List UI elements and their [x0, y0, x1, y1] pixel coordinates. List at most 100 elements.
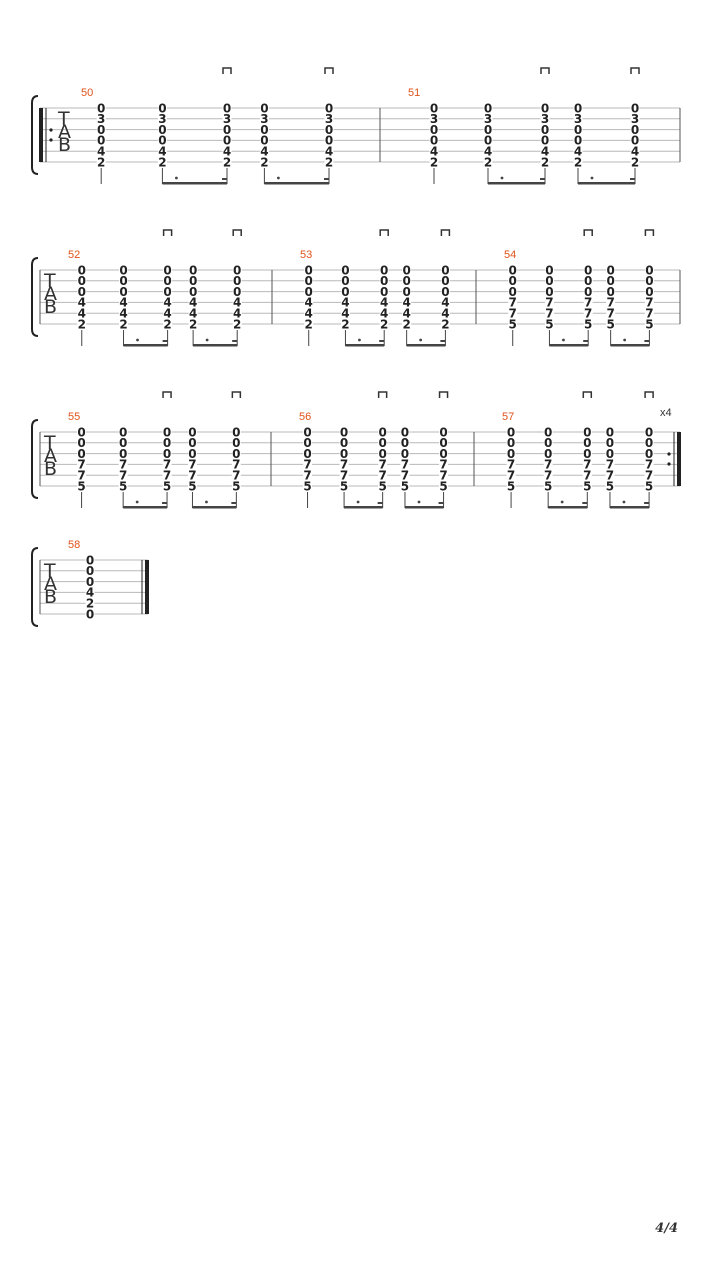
fret-number: 0 [119, 425, 127, 439]
dot [500, 176, 504, 180]
fret-bg [232, 275, 242, 286]
fret-number: 7 [583, 469, 591, 483]
dot [175, 176, 178, 180]
fret-bg [544, 275, 554, 286]
fret-number: 0 [541, 123, 549, 137]
fret-bg [118, 481, 128, 491]
downstroke-icon [222, 67, 232, 74]
repeat-dot [49, 138, 53, 142]
fret-bg [573, 113, 583, 124]
fret-bg [119, 319, 129, 329]
fret-bg [379, 308, 389, 319]
fret-number: 0 [484, 101, 492, 115]
fret-bg [378, 448, 388, 459]
fret-bg [187, 470, 197, 481]
note-beam [548, 506, 588, 509]
fret-number: 0 [325, 123, 333, 137]
fret-number: 0 [545, 285, 553, 299]
fret-bg [77, 286, 87, 297]
fret-bg [644, 459, 654, 470]
fret-bg [544, 286, 554, 297]
fret-bg [163, 297, 173, 308]
final-thick-bar [145, 560, 149, 614]
fret-bg [118, 437, 128, 448]
fret-number: 0 [223, 134, 231, 148]
tab-clef-letter: B [44, 458, 57, 480]
fret-number: 5 [119, 479, 127, 493]
dot [562, 338, 565, 342]
fret-number: 0 [340, 447, 348, 461]
fret-number: 0 [484, 134, 492, 148]
fret-bg [644, 427, 654, 437]
fret-bg [77, 448, 87, 459]
fret-number: 5 [509, 317, 517, 331]
fret-bg [544, 308, 554, 319]
fret-number: 2 [341, 317, 349, 331]
fret-number: 0 [645, 436, 653, 450]
fret-bg [644, 265, 654, 275]
fret-number: 7 [645, 469, 653, 483]
fret-number: 5 [188, 479, 196, 493]
fret-number: 5 [340, 479, 348, 493]
fret-number: 0 [583, 447, 591, 461]
fret-bg [118, 459, 128, 470]
fret-number: 0 [402, 285, 410, 299]
fret-bg [540, 113, 550, 124]
downstroke-icon [232, 229, 242, 236]
fret-number: 5 [303, 479, 311, 493]
fret-bg [605, 470, 615, 481]
fret-bg [379, 265, 389, 275]
fret-bg [582, 437, 592, 448]
fret-number: 3 [631, 112, 639, 126]
fret-number: 4 [119, 307, 127, 321]
fret-bg [187, 481, 197, 491]
fret-number: 0 [645, 285, 653, 299]
fret-number: 2 [233, 317, 241, 331]
note-beam-partial [324, 178, 329, 180]
fret-number: 5 [401, 479, 409, 493]
fret-bg [630, 146, 640, 157]
fret-number: 5 [645, 479, 653, 493]
fret-number: 0 [188, 436, 196, 450]
fret-number: 0 [303, 436, 311, 450]
fret-bg [77, 481, 87, 491]
fret-bg [118, 470, 128, 481]
fret-number: 0 [574, 123, 582, 137]
fret-number: 7 [645, 296, 653, 310]
fret-bg [157, 113, 167, 124]
fret-number: 2 [86, 597, 94, 611]
tab-clef-letter: A [58, 121, 71, 143]
fret-bg [259, 157, 269, 167]
fret-number: 0 [378, 425, 386, 439]
fret-bg [483, 103, 493, 113]
fret-number: 0 [340, 425, 348, 439]
measure-number: 50 [81, 87, 93, 99]
fret-number: 0 [574, 101, 582, 115]
fret-number: 0 [325, 134, 333, 148]
fret-number: 0 [78, 274, 86, 288]
fret-number: 3 [541, 112, 549, 126]
fret-bg [439, 448, 449, 459]
fret-number: 0 [232, 447, 240, 461]
fret-bg [340, 275, 350, 286]
fret-number: 0 [541, 101, 549, 115]
fret-bg [85, 565, 95, 576]
fret-bg [573, 157, 583, 167]
fret-number: 7 [583, 458, 591, 472]
fret-number: 0 [401, 447, 409, 461]
repeat-dot [667, 462, 671, 466]
fret-bg [644, 319, 654, 329]
fret-bg [259, 135, 269, 146]
fret-bg [304, 297, 314, 308]
fret-bg [644, 437, 654, 448]
fret-number: 0 [158, 101, 166, 115]
note-beam-partial [440, 340, 446, 342]
fret-bg [543, 437, 553, 448]
fret-number: 0 [223, 101, 231, 115]
fret-bg [540, 157, 550, 167]
fret-bg [540, 146, 550, 157]
note-beam-partial [222, 178, 227, 180]
fret-bg [402, 319, 412, 329]
fret-bg [304, 286, 314, 297]
fret-number: 7 [544, 458, 552, 472]
